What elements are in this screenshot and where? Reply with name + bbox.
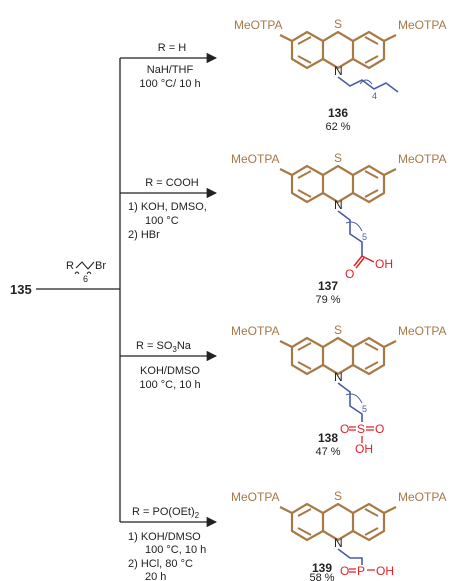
cond-r-4: R = PO(OEt)2 (132, 506, 200, 520)
sulfonyl-s: S (357, 422, 365, 436)
sulfur-atom: S (334, 17, 342, 31)
reagent-r: R (66, 260, 74, 272)
product-139: MeOTPA MeOTPA S N O P OH 139 (231, 489, 446, 578)
reagent-subscript: 6 (83, 274, 88, 284)
yield-label: 62 % (325, 121, 350, 133)
alkyl-chain (337, 210, 363, 256)
compound-label: 136 (328, 106, 348, 120)
sulfur-atom: S (334, 323, 342, 337)
start-compound: 135 (10, 282, 32, 297)
cond-2-line-2: 100 °C (145, 215, 179, 227)
yield-label: 79 % (315, 294, 340, 306)
cond-1-line-1: NaH/THF (147, 64, 194, 76)
hydroxyl-oh: OH (375, 257, 393, 271)
yield-label-139: 58 % (309, 572, 334, 581)
sulfur-atom: S (334, 151, 342, 165)
compound-label: 139 (312, 561, 332, 575)
compound-label: 137 (318, 279, 338, 293)
cond-3-line-1: KOH/DMSO (140, 365, 200, 377)
ethyl-chain (337, 548, 363, 565)
meotpa-right: MeOTPA (398, 490, 446, 504)
product-136: MeOTPA MeOTPA S N 4 136 62 % (234, 17, 446, 133)
cond-r-2: R = COOH (145, 177, 199, 189)
sulfur-atom: S (334, 489, 342, 503)
cond-4-line-4: 20 h (145, 571, 166, 581)
product-137: MeOTPA MeOTPA S N 5 O OH 137 79 % (231, 151, 446, 306)
meotpa-right: MeOTPA (398, 152, 446, 166)
cond-4-line-1: 1) KOH/DMSO (128, 531, 201, 543)
sulfonyl-o-right: O (375, 422, 384, 436)
meotpa-right: MeOTPA (398, 324, 446, 338)
cond-2-line-3: 2) HBr (128, 229, 160, 241)
compound-label: 138 (318, 431, 338, 445)
alkyl-chain (337, 76, 399, 93)
yield-label: 47 % (315, 446, 340, 458)
hydroxyl-oh: OH (355, 442, 373, 456)
chain-subscript: 4 (372, 91, 377, 101)
cond-4-line-3: 2) HCl, 80 °C (128, 558, 193, 570)
alkyl-bromide-reagent: R 6 Br (66, 260, 106, 284)
carbonyl-o: O (345, 267, 354, 281)
product-138: MeOTPA MeOTPA S N 5 O S O OH 138 47 % (231, 323, 446, 458)
chain-subscript: 5 (362, 404, 367, 414)
cond-3-line-2: 100 °C, 10 h (139, 379, 200, 391)
meotpa-left: MeOTPA (231, 152, 279, 166)
phosphorus-atom: P (357, 564, 365, 578)
meotpa-left: MeOTPA (231, 490, 279, 504)
cond-2-line-1: 1) KOH, DMSO, (128, 201, 207, 213)
nitrogen-atom: N (334, 198, 343, 212)
nitrogen-atom: N (334, 370, 343, 384)
cond-r-1: R = H (158, 42, 186, 54)
meotpa-right: MeOTPA (398, 18, 446, 32)
chain-subscript: 5 (362, 232, 367, 242)
cond-4-line-2: 100 °C, 10 h (145, 544, 206, 556)
alkyl-chain (337, 382, 363, 422)
sulfonyl-o-left: O (340, 422, 349, 436)
meotpa-left: MeOTPA (231, 324, 279, 338)
cond-1-line-2: 100 °C/ 10 h (139, 78, 200, 90)
hydroxyl-oh-right: OH (376, 564, 394, 578)
nitrogen-atom: N (334, 536, 343, 550)
nitrogen-atom: N (334, 64, 343, 78)
phosphoryl-o: O (340, 564, 349, 578)
cond-r-3: R = SO3Na (136, 340, 192, 354)
reagent-br: Br (95, 260, 106, 272)
meotpa-left: MeOTPA (234, 18, 282, 32)
